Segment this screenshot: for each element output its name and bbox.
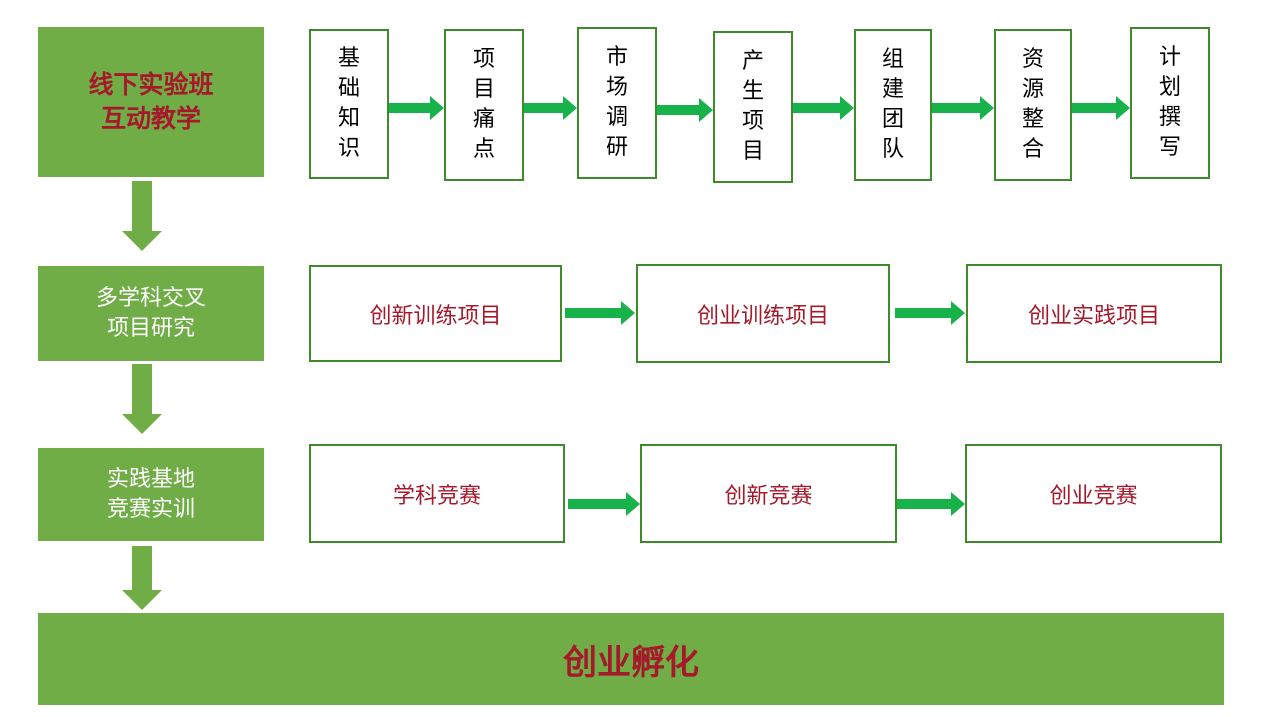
step-box-resource-integration: 资源整合: [994, 29, 1072, 181]
project-label: 创业实践项目: [1027, 303, 1160, 329]
competition-box-entrepreneur: 创业竞赛: [965, 444, 1222, 543]
right-arrow: [897, 492, 965, 516]
right-arrow: [932, 96, 994, 120]
competition-label: 创业竞赛: [1049, 483, 1138, 509]
project-box-entrepreneur-training: 创业训练项目: [636, 264, 890, 363]
stage-label-line2: 互动教学: [100, 104, 201, 133]
step-label: 产生项目: [742, 49, 765, 164]
step-box-generate-project: 产生项目: [713, 31, 793, 183]
project-label: 创新训练项目: [369, 303, 502, 329]
stage-label-line2: 项目研究: [106, 315, 195, 341]
down-arrow-2: [122, 364, 162, 434]
stage-box-offline-class: 线下实验班 互动教学: [38, 27, 264, 177]
competition-box-subject: 学科竞赛: [309, 444, 565, 543]
step-label: 资源整合: [1022, 47, 1045, 162]
right-arrow: [1072, 96, 1130, 120]
right-arrow: [895, 301, 965, 325]
step-label: 项目痛点: [473, 47, 496, 162]
step-box-basic-knowledge: 基础知识: [309, 29, 389, 179]
competition-box-innovation: 创新竞赛: [640, 444, 897, 543]
right-arrow: [524, 96, 577, 120]
stage-box-interdisciplinary: 多学科交叉 项目研究: [38, 266, 264, 361]
project-box-innovation-training: 创新训练项目: [309, 265, 562, 362]
stage-label-line1: 实践基地: [106, 466, 195, 492]
right-arrow: [657, 98, 713, 122]
project-label: 创业训练项目: [696, 303, 829, 329]
project-box-entrepreneur-practice: 创业实践项目: [966, 264, 1222, 363]
step-label: 计划撰写: [1159, 45, 1182, 160]
step-label: 组建团队: [882, 47, 905, 162]
step-label: 市场调研: [606, 45, 629, 160]
stage-label-line1: 多学科交叉: [95, 285, 206, 311]
step-box-pain-points: 项目痛点: [444, 29, 524, 181]
final-label: 创业孵化: [563, 642, 699, 683]
right-arrow: [568, 492, 640, 516]
down-arrow-1: [122, 181, 162, 251]
right-arrow: [793, 96, 854, 120]
stage-label-line1: 线下实验班: [88, 70, 214, 99]
step-box-plan-writing: 计划撰写: [1130, 27, 1210, 179]
stage-box-practice-base: 实践基地 竞赛实训: [38, 448, 264, 541]
right-arrow: [389, 96, 444, 120]
stage-label-line2: 竞赛实训: [106, 496, 195, 522]
step-box-market-research: 市场调研: [577, 27, 657, 179]
competition-label: 学科竞赛: [392, 483, 481, 509]
final-box-incubation: 创业孵化: [38, 613, 1224, 705]
competition-label: 创新竞赛: [724, 483, 813, 509]
step-box-build-team: 组建团队: [854, 29, 932, 181]
step-label: 基础知识: [338, 46, 361, 161]
down-arrow-3: [122, 546, 162, 610]
right-arrow: [565, 301, 635, 325]
